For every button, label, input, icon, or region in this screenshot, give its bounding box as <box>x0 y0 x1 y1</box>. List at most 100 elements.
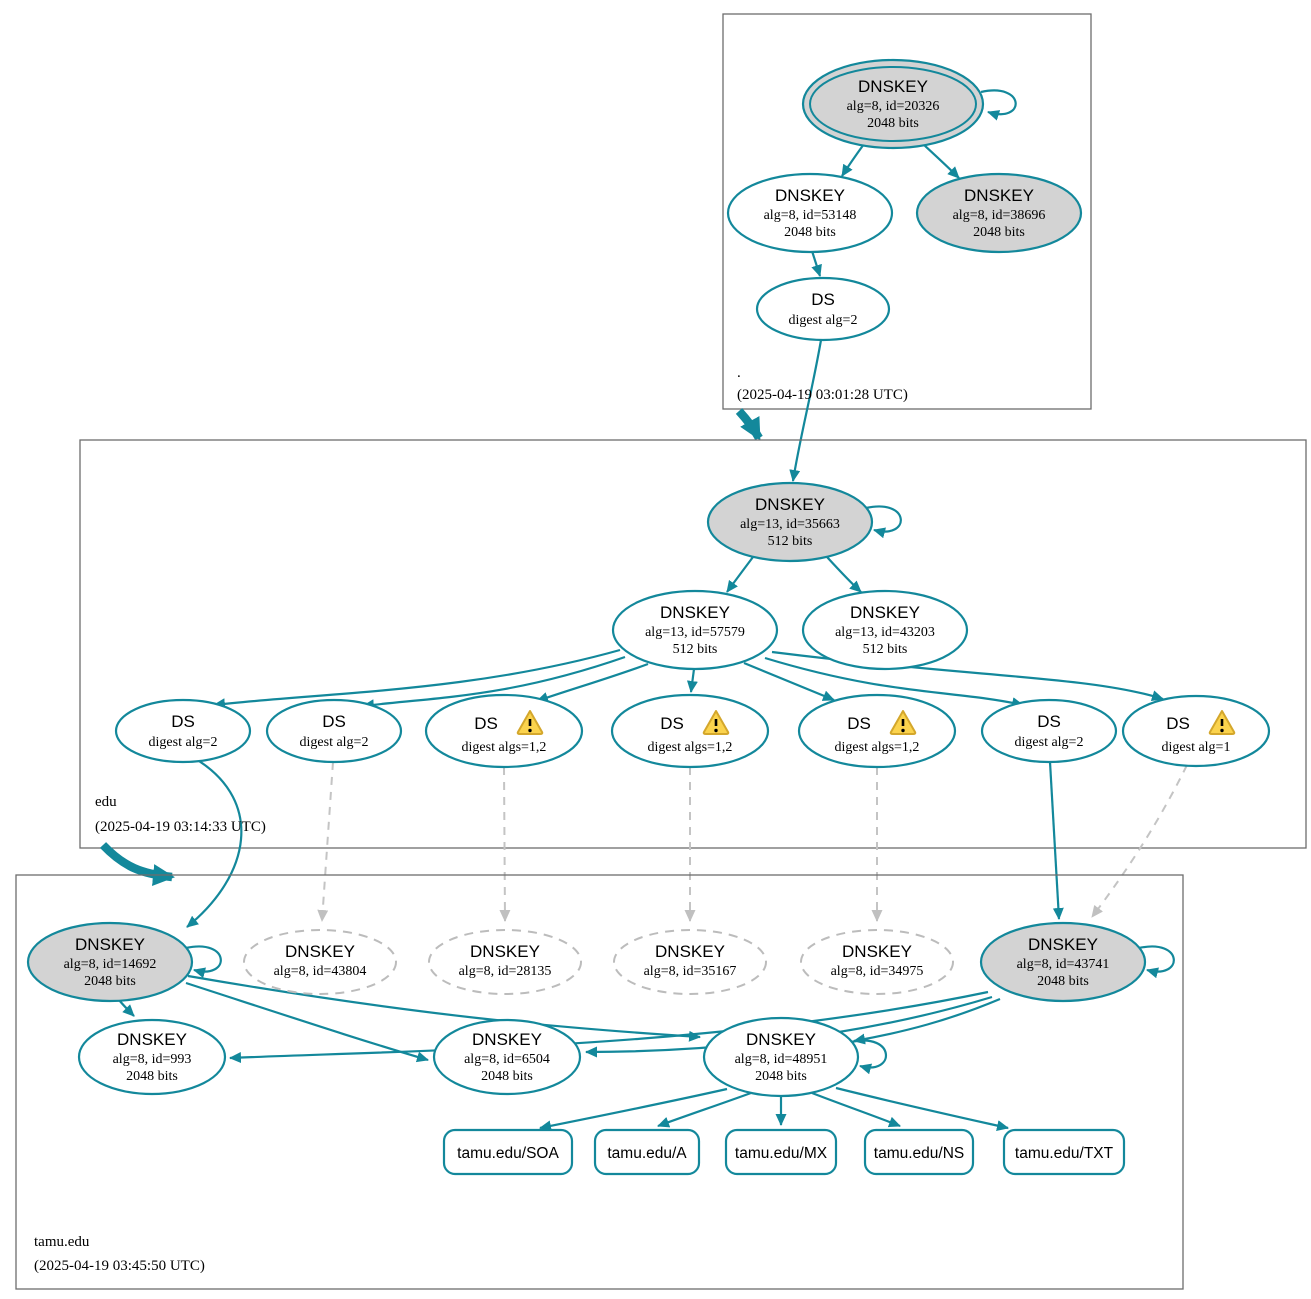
ds-node-edu-2-shape[interactable] <box>265 698 403 764</box>
ds-node-edu-6[interactable]: DS digest alg=2 <box>980 698 1118 764</box>
ds-node-root-shape[interactable] <box>755 276 891 342</box>
dnskey-node-57579[interactable]: DNSKEY alg=13, id=57579 512 bits <box>611 589 779 671</box>
node-title: DS <box>474 714 498 733</box>
dnskey-node-35167[interactable]: DNSKEY alg=8, id=35167 <box>613 929 767 995</box>
node-detail: alg=8, id=28135 <box>459 964 552 979</box>
dnskey-node-993[interactable]: DNSKEY alg=8, id=993 2048 bits <box>77 1018 227 1096</box>
edge-root-ds-edu-ksk35663 <box>789 339 823 482</box>
dnskey-node-48951-shape[interactable] <box>702 1016 860 1098</box>
node-title: DNSKEY <box>858 77 928 96</box>
warning-icon <box>1208 710 1236 735</box>
dnskey-node-35663-shape[interactable] <box>706 481 874 563</box>
node-detail: alg=8, id=993 <box>113 1052 192 1067</box>
dnskey-node-43804-shape[interactable] <box>243 929 397 995</box>
dnskey-node-43804[interactable]: DNSKEY alg=8, id=43804 <box>243 929 397 995</box>
node-title: DS <box>322 712 346 731</box>
node-detail: digest alg=1 <box>1162 740 1231 755</box>
edge-edu-zsk57579-ds1 <box>213 648 621 710</box>
edge-tamu-ksk43741-zsk48951 <box>853 997 1001 1045</box>
rrset-node-tamu-edu-txt[interactable]: tamu.edu/TXT <box>1002 1128 1126 1176</box>
dnskey-node-53148[interactable]: DNSKEY alg=8, id=53148 2048 bits <box>726 172 894 254</box>
edge-edu-ds6-ksk43741 <box>1048 761 1064 920</box>
dnskey-node-57579-shape[interactable] <box>611 589 779 671</box>
dnskey-node-28135[interactable]: DNSKEY alg=8, id=28135 <box>428 929 582 995</box>
rrset-node-tamu-edu-soa[interactable]: tamu.edu/SOA <box>442 1128 574 1176</box>
delegation-arrow-root-to-edu <box>735 408 763 441</box>
delegation-arrow-edu-to-tamu <box>99 842 175 887</box>
dnskey-node-43203-shape[interactable] <box>801 589 969 671</box>
dnskey-node-993-shape[interactable] <box>77 1018 227 1096</box>
node-title: DNSKEY <box>1028 935 1098 954</box>
dnskey-node-35167-shape[interactable] <box>613 929 767 995</box>
ds-node-edu-1[interactable]: DS digest alg=2 <box>114 698 252 764</box>
rrset-node-tamu-edu-txt-shape[interactable] <box>1002 1128 1126 1176</box>
rrset-node-tamu-edu-a-shape[interactable] <box>593 1128 701 1176</box>
zone-tamu-edu-timestamp: (2025-04-19 03:45:50 UTC) <box>34 1258 205 1274</box>
zone-edu: DNSKEY alg=13, id=35663 512 bits DNSKEY … <box>79 439 1307 928</box>
node-title: DS <box>1037 712 1061 731</box>
dnskey-node-28135-shape[interactable] <box>428 929 582 995</box>
rrset-node-tamu-edu-ns-shape[interactable] <box>863 1128 975 1176</box>
dnskey-node-14692-shape[interactable] <box>26 921 194 1003</box>
node-title: DS <box>660 714 684 733</box>
dnskey-node-38696[interactable]: DNSKEY alg=8, id=38696 2048 bits <box>915 172 1083 254</box>
ds-node-edu-3[interactable]: DS digest algs=1,2 <box>424 693 584 769</box>
dnskey-node-6504[interactable]: DNSKEY alg=8, id=6504 2048 bits <box>432 1018 582 1096</box>
node-detail: alg=8, id=43741 <box>1017 957 1110 972</box>
rrset-node-tamu-edu-ns[interactable]: tamu.edu/NS <box>863 1128 975 1176</box>
ds-node-root[interactable]: DS digest alg=2 <box>755 276 891 342</box>
ds-node-edu-6-shape[interactable] <box>980 698 1118 764</box>
rrset-label: tamu.edu/NS <box>874 1145 964 1162</box>
node-detail: alg=8, id=53148 <box>764 208 857 223</box>
ds-node-edu-7[interactable]: DS digest alg=1 <box>1121 694 1271 768</box>
zone-root: DNSKEY alg=8, id=20326 2048 bits DNSKEY … <box>722 13 1092 482</box>
ds-node-edu-1-shape[interactable] <box>114 698 252 764</box>
rrset-node-tamu-edu-soa-shape[interactable] <box>442 1128 574 1176</box>
zone-tamu-edu-box <box>15 874 1184 1290</box>
dnskey-node-6504-shape[interactable] <box>432 1018 582 1096</box>
dnskey-node-20326-outer-ring[interactable] <box>801 58 985 150</box>
node-title: DS <box>847 714 871 733</box>
edge-tamu-ksk43741-selfsign <box>1138 945 1175 979</box>
ds-node-edu-4[interactable]: DS digest algs=1,2 <box>610 693 770 769</box>
node-bits: 2048 bits <box>973 225 1025 240</box>
node-detail: alg=13, id=43203 <box>835 625 935 640</box>
edge-edu-ksk35663-selfsign <box>865 505 902 539</box>
dnskey-node-20326-inner-ring <box>809 66 977 142</box>
node-title: DNSKEY <box>842 942 912 961</box>
ds-node-edu-2[interactable]: DS digest alg=2 <box>265 698 403 764</box>
dnskey-node-35663[interactable]: DNSKEY alg=13, id=35663 512 bits <box>706 481 874 563</box>
ds-node-edu-5[interactable]: DS digest algs=1,2 <box>797 693 957 769</box>
dnskey-node-34975[interactable]: DNSKEY alg=8, id=34975 <box>800 929 954 995</box>
node-title: DNSKEY <box>775 186 845 205</box>
ds-node-edu-5-shape[interactable] <box>797 693 957 769</box>
node-title: DNSKEY <box>285 942 355 961</box>
rrset-node-tamu-edu-mx[interactable]: tamu.edu/MX <box>724 1128 838 1176</box>
node-detail: alg=8, id=38696 <box>953 208 1046 223</box>
dnskey-node-48951[interactable]: DNSKEY alg=8, id=48951 2048 bits <box>702 1016 860 1098</box>
dnskey-node-43203[interactable]: DNSKEY alg=13, id=43203 512 bits <box>801 589 969 671</box>
dnskey-node-34975-shape[interactable] <box>800 929 954 995</box>
dnskey-node-53148-shape[interactable] <box>726 172 894 254</box>
node-detail: alg=8, id=48951 <box>735 1052 828 1067</box>
ds-node-edu-4-shape[interactable] <box>610 693 770 769</box>
dnskey-node-43741-shape[interactable] <box>979 921 1147 1003</box>
zone-root-label: . <box>737 365 741 381</box>
edge-tamu-zsk48951-rrset-txt <box>835 1086 1009 1131</box>
ds-node-edu-3-shape[interactable] <box>424 693 584 769</box>
edge-root-zsk53148-ds <box>810 250 822 277</box>
node-title: DNSKEY <box>470 942 540 961</box>
dnskey-node-20326[interactable]: DNSKEY alg=8, id=20326 2048 bits <box>801 58 985 150</box>
node-bits: 2048 bits <box>481 1069 533 1084</box>
dnskey-node-14692[interactable]: DNSKEY alg=8, id=14692 2048 bits <box>26 921 194 1003</box>
rrset-label: tamu.edu/MX <box>735 1145 828 1162</box>
rrset-node-tamu-edu-a[interactable]: tamu.edu/A <box>593 1128 701 1176</box>
node-bits: 512 bits <box>863 642 908 657</box>
rrset-node-tamu-edu-mx-shape[interactable] <box>724 1128 838 1176</box>
ds-node-edu-7-shape[interactable] <box>1121 694 1271 768</box>
dnskey-node-38696-shape[interactable] <box>915 172 1083 254</box>
edge-root-ksk20326-zsk53148 <box>841 143 865 177</box>
node-detail: alg=8, id=6504 <box>464 1052 550 1067</box>
dnskey-node-43741[interactable]: DNSKEY alg=8, id=43741 2048 bits <box>979 921 1147 1003</box>
